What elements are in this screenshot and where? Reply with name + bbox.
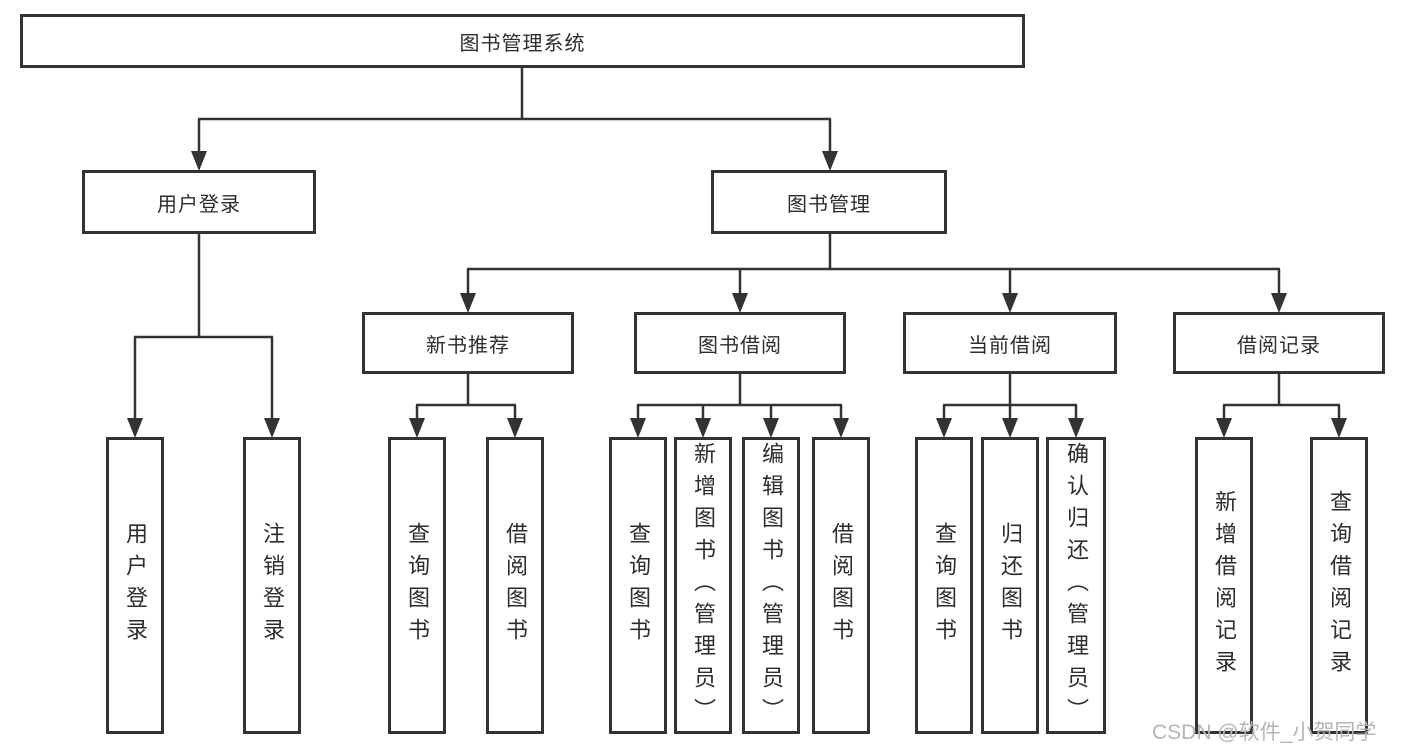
node-borrow-records: 借阅记录 — [1173, 312, 1385, 374]
node-label: 用户登录 — [157, 193, 241, 216]
node-label: 图书借阅 — [698, 334, 782, 357]
node-book-borrow: 图书借阅 — [634, 312, 846, 374]
node-label: 借阅图书 — [829, 521, 854, 650]
node-label: 图书管理系统 — [459, 32, 586, 55]
node-edit-books-admin: 编辑图书（管理员） — [742, 437, 800, 734]
node-user-login-action: 用户登录 — [106, 437, 164, 734]
node-label: 查询图书 — [626, 521, 651, 650]
node-label: 注销登录 — [260, 521, 285, 650]
node-query-books-current: 查询图书 — [915, 437, 973, 734]
node-borrow-books-recommend: 借阅图书 — [486, 437, 544, 734]
node-logout: 注销登录 — [243, 437, 301, 734]
node-label: 确认归还（管理员） — [1064, 441, 1089, 730]
node-query-borrow-record: 查询借阅记录 — [1310, 437, 1368, 734]
node-library-management-system: 图书管理系统 — [20, 14, 1025, 68]
node-query-books-recommend: 查询图书 — [388, 437, 446, 734]
node-book-management: 图书管理 — [711, 170, 947, 234]
node-add-books-admin: 新增图书（管理员） — [674, 437, 732, 734]
csdn-watermark: CSDN @软件_小贺同学 — [1152, 721, 1377, 744]
node-label: 新书推荐 — [426, 334, 510, 357]
node-label: 归还图书 — [998, 521, 1023, 650]
node-label: 当前借阅 — [968, 334, 1052, 357]
node-add-borrow-record: 新增借阅记录 — [1195, 437, 1253, 734]
node-confirm-return-admin: 确认归还（管理员） — [1046, 437, 1106, 734]
node-borrow-books: 借阅图书 — [812, 437, 870, 734]
node-new-book-recommend: 新书推荐 — [362, 312, 574, 374]
node-label: 查询图书 — [932, 521, 957, 650]
node-label: 图书管理 — [787, 193, 871, 216]
node-label: 编辑图书（管理员） — [759, 441, 784, 730]
node-label: 新增借阅记录 — [1212, 489, 1237, 682]
node-label: 查询图书 — [405, 521, 430, 650]
node-query-books-borrow: 查询图书 — [609, 437, 667, 734]
node-label: 查询借阅记录 — [1327, 489, 1352, 682]
node-current-borrow: 当前借阅 — [903, 312, 1117, 374]
node-label: 借阅图书 — [503, 521, 528, 650]
node-label: 借阅记录 — [1237, 334, 1321, 357]
node-label: 新增图书（管理员） — [691, 441, 716, 730]
node-user-login: 用户登录 — [82, 170, 316, 234]
node-return-books: 归还图书 — [981, 437, 1039, 734]
node-label: 用户登录 — [123, 521, 148, 650]
